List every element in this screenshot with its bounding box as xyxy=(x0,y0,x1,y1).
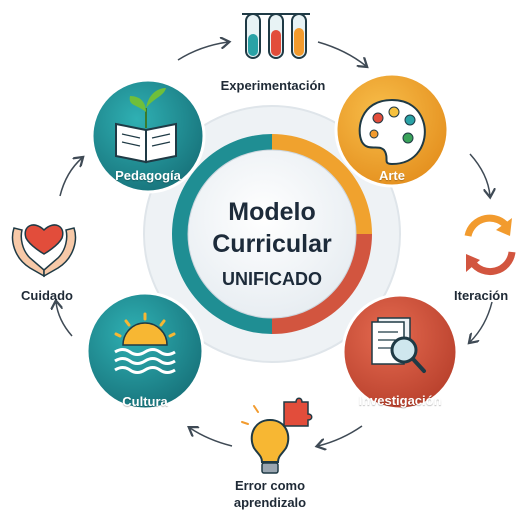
label-iteracion: Iteración xyxy=(454,288,509,303)
node-label-investigacion: Investigación xyxy=(358,393,442,408)
center-title-line1: Modelo xyxy=(228,198,316,226)
arrow-investigacion-to-error xyxy=(318,425,363,446)
node-label-arte: Arte xyxy=(378,168,405,183)
arrow-cuidado-to-pedagogia xyxy=(59,158,82,197)
label-cuidado: Cuidado xyxy=(21,288,73,303)
label-error-line2: aprendizalo xyxy=(233,495,307,510)
arrow-arte-to-iteracion xyxy=(469,153,490,196)
center-title-line2: Curricular xyxy=(212,230,332,258)
center-title-line3: UNIFICADO xyxy=(222,269,322,289)
hands-heart-icon xyxy=(11,224,77,278)
node-label-pedagogia: Pedagogía xyxy=(115,168,181,183)
arrow-error-to-cultura xyxy=(190,428,233,447)
label-experimentacion: Experimentación xyxy=(220,78,326,93)
cycle-arrows xyxy=(56,42,492,446)
book-plant-icon xyxy=(115,88,177,164)
lightbulb-puzzle-icon xyxy=(241,397,313,474)
arrow-pedagogia-to-experimentacion xyxy=(177,42,228,61)
arrow-cultura-to-cuidado xyxy=(56,302,73,337)
node-label-cultura: Cultura xyxy=(122,394,168,409)
center-ring xyxy=(172,134,372,334)
arrow-experimentacion-to-arte xyxy=(317,41,366,66)
palette-icon xyxy=(358,98,426,166)
label-error-line1: Error como xyxy=(234,478,306,493)
test-tubes-icon xyxy=(242,13,310,59)
center-disc xyxy=(187,149,357,319)
cycle-arrows-icon xyxy=(464,214,516,275)
arrow-iteracion-to-investigacion xyxy=(470,301,493,342)
document-magnifier-icon xyxy=(371,317,426,373)
sun-waves-icon xyxy=(114,312,176,374)
